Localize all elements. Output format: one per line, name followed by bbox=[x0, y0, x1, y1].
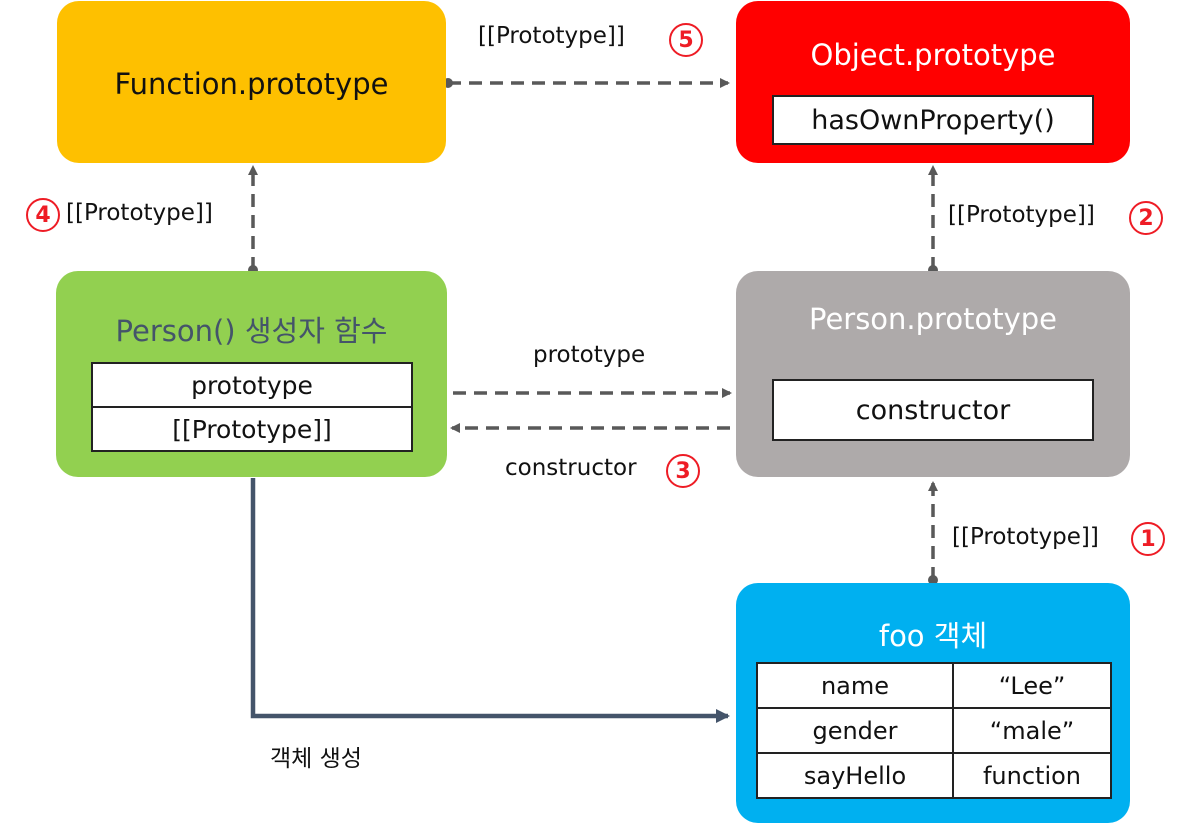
object-prototype-title: Object.prototype bbox=[810, 38, 1056, 72]
function-prototype-node: Function.prototype bbox=[57, 1, 446, 163]
person-function-slot-prototype: prototype bbox=[91, 362, 413, 408]
foo-object-node: foo 객체 name “Lee” gender “male” sayHello… bbox=[736, 583, 1130, 823]
property-value: function bbox=[952, 752, 1112, 799]
table-row: name “Lee” bbox=[756, 662, 1112, 709]
property-key: sayHello bbox=[756, 752, 954, 799]
edge-2-number-badge: 2 bbox=[1129, 201, 1163, 235]
create-line bbox=[250, 478, 730, 723]
edge-5-number-badge: 5 bbox=[669, 23, 703, 57]
edge-2-label: [[Prototype]] bbox=[948, 202, 1095, 228]
property-key: name bbox=[756, 662, 954, 709]
table-row: sayHello function bbox=[756, 752, 1112, 799]
edge-5-label: [[Prototype]] bbox=[478, 23, 625, 49]
person-prototype-node: Person.prototype constructor bbox=[736, 271, 1130, 477]
person-function-title: Person() 생성자 함수 bbox=[115, 314, 388, 348]
person-prototype-title: Person.prototype bbox=[808, 302, 1057, 336]
edge-1-label: [[Prototype]] bbox=[952, 524, 1099, 550]
edge-1-number-badge: 1 bbox=[1131, 522, 1165, 556]
foo-properties-table: name “Lee” gender “male” sayHello functi… bbox=[756, 662, 1112, 799]
edge-4-label: [[Prototype]] bbox=[66, 200, 213, 226]
person-function-slot-proto: [[Prototype]] bbox=[91, 406, 413, 452]
edge-3-number-badge: 3 bbox=[666, 454, 700, 488]
person-prototype-constructor-slot: constructor bbox=[772, 379, 1094, 441]
has-own-property-method: hasOwnProperty() bbox=[772, 95, 1094, 145]
function-prototype-title: Function.prototype bbox=[114, 67, 389, 101]
property-key: gender bbox=[756, 707, 954, 754]
person-function-node: Person() 생성자 함수 prototype [[Prototype]] bbox=[56, 271, 447, 477]
edge-4-number-badge: 4 bbox=[26, 198, 60, 232]
object-prototype-node: Object.prototype hasOwnProperty() bbox=[736, 1, 1130, 163]
edge-3-label: constructor bbox=[505, 455, 637, 481]
prototype-link-label: prototype bbox=[533, 342, 646, 368]
edge-1-origin-dot bbox=[928, 575, 938, 585]
property-value: “Lee” bbox=[952, 662, 1112, 709]
object-creation-label: 객체 생성 bbox=[270, 746, 362, 772]
foo-object-title: foo 객체 bbox=[878, 619, 988, 653]
table-row: gender “male” bbox=[756, 707, 1112, 754]
property-value: “male” bbox=[952, 707, 1112, 754]
